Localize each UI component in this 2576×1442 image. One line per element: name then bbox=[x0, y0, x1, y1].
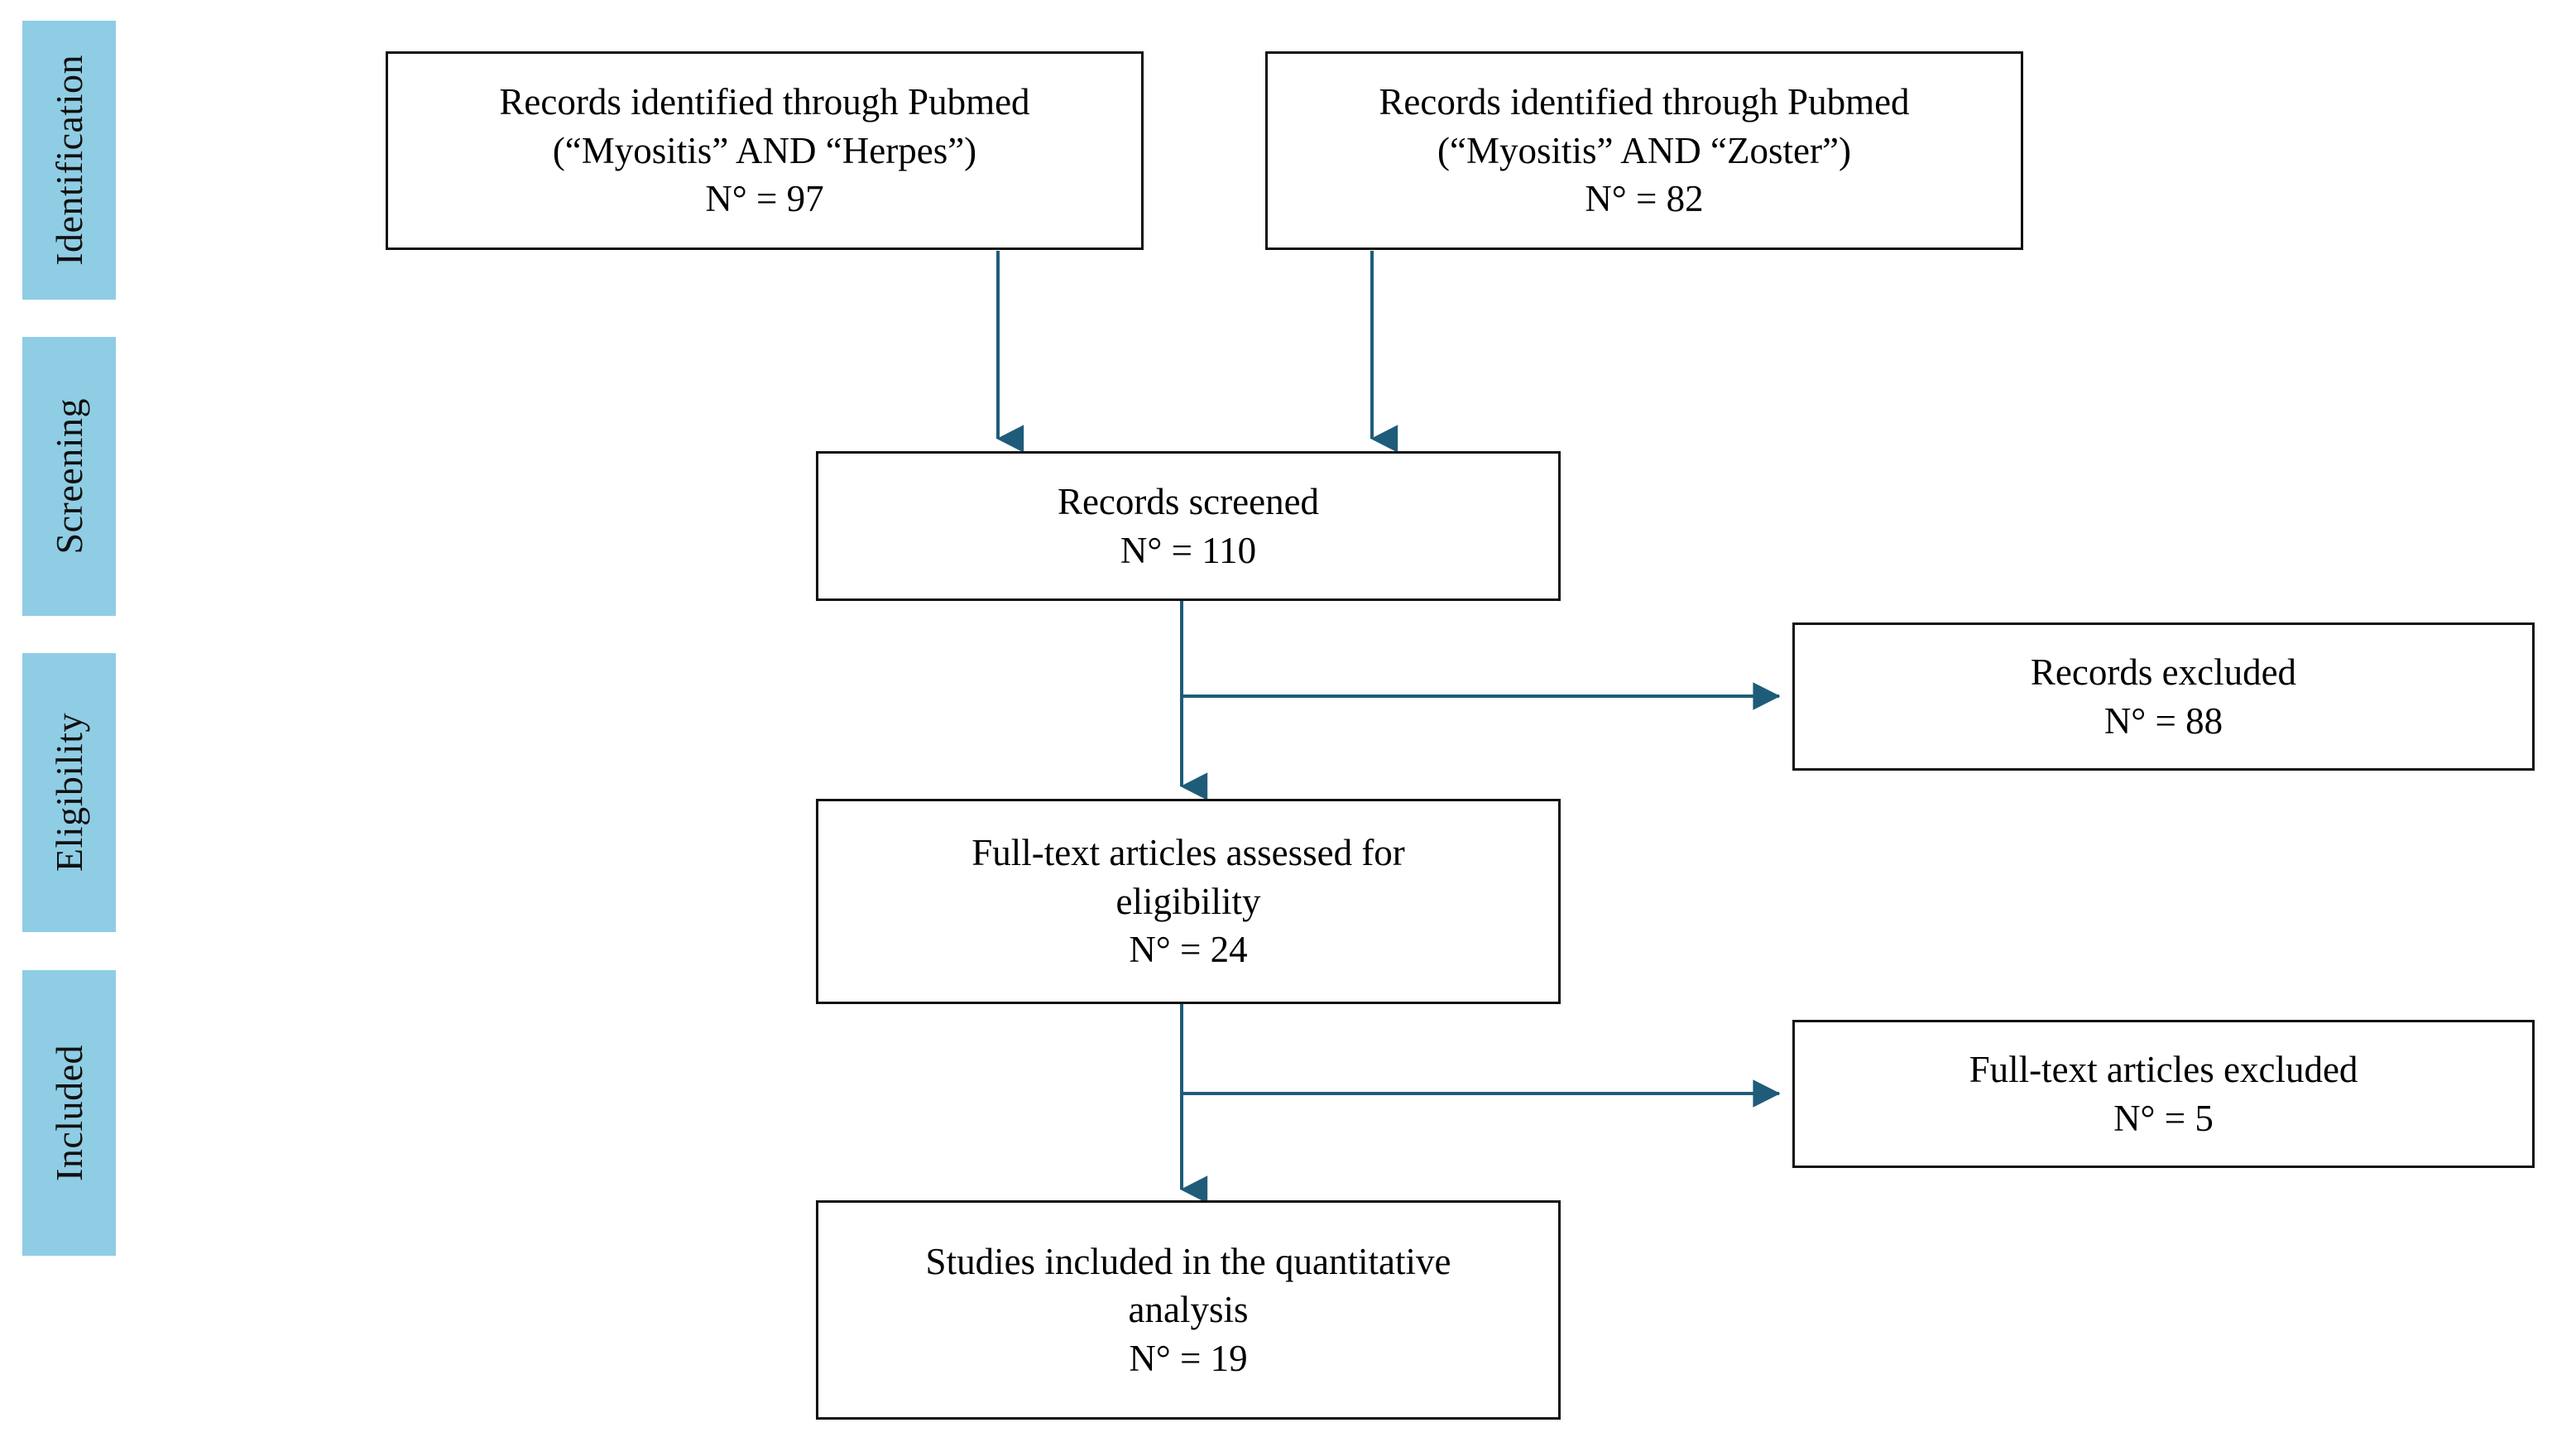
stage-label-included: Included bbox=[47, 1045, 90, 1181]
box-fulltext-assessed-line2: eligibility bbox=[1115, 880, 1261, 922]
box-studies-included: Studies included in the quantitative ana… bbox=[816, 1200, 1561, 1420]
box-studies-included-line2: analysis bbox=[1128, 1289, 1249, 1331]
stage-label-identification: Identification bbox=[47, 55, 90, 266]
box-records-excluded-count: N° = 88 bbox=[2103, 699, 2223, 742]
stage-bar-screening: Screening bbox=[22, 337, 116, 616]
box-fulltext-excluded-count: N° = 5 bbox=[2113, 1097, 2214, 1139]
stage-bar-eligibility: Eligibility bbox=[22, 653, 116, 932]
stage-label-eligibility: Eligibility bbox=[47, 713, 90, 872]
box-records-excluded: Records excluded N° = 88 bbox=[1792, 622, 2535, 771]
box-records-pubmed-zoster-count: N° = 82 bbox=[1585, 178, 1704, 220]
box-records-pubmed-zoster: Records identified through Pubmed (“Myos… bbox=[1265, 51, 2023, 250]
box-fulltext-assessed-line1: Full-text articles assessed for bbox=[971, 832, 1405, 874]
box-fulltext-assessed: Full-text articles assessed for eligibil… bbox=[816, 799, 1561, 1004]
box-records-pubmed-herpes: Records identified through Pubmed (“Myos… bbox=[386, 51, 1144, 250]
stage-label-screening: Screening bbox=[47, 398, 90, 555]
box-fulltext-assessed-count: N° = 24 bbox=[1129, 929, 1248, 971]
stage-bar-included: Included bbox=[22, 970, 116, 1256]
box-records-excluded-line1: Records excluded bbox=[2030, 651, 2297, 693]
stage-bar-identification: Identification bbox=[22, 21, 116, 300]
box-records-screened: Records screened N° = 110 bbox=[816, 451, 1561, 601]
box-records-screened-line1: Records screened bbox=[1057, 481, 1320, 522]
box-studies-included-count: N° = 19 bbox=[1129, 1337, 1248, 1379]
box-records-screened-count: N° = 110 bbox=[1120, 529, 1257, 571]
box-fulltext-excluded: Full-text articles excluded N° = 5 bbox=[1792, 1020, 2535, 1168]
box-fulltext-excluded-line1: Full-text articles excluded bbox=[1969, 1049, 2358, 1090]
box-records-pubmed-herpes-line1: Records identified through Pubmed bbox=[499, 81, 1030, 123]
box-records-pubmed-herpes-count: N° = 97 bbox=[705, 178, 824, 220]
box-records-pubmed-zoster-line2: (“Myositis” AND “Zoster”) bbox=[1437, 129, 1851, 171]
box-records-pubmed-herpes-line2: (“Myositis” AND “Herpes”) bbox=[552, 129, 977, 171]
box-studies-included-line1: Studies included in the quantitative bbox=[925, 1240, 1451, 1282]
box-records-pubmed-zoster-line1: Records identified through Pubmed bbox=[1379, 81, 1910, 123]
